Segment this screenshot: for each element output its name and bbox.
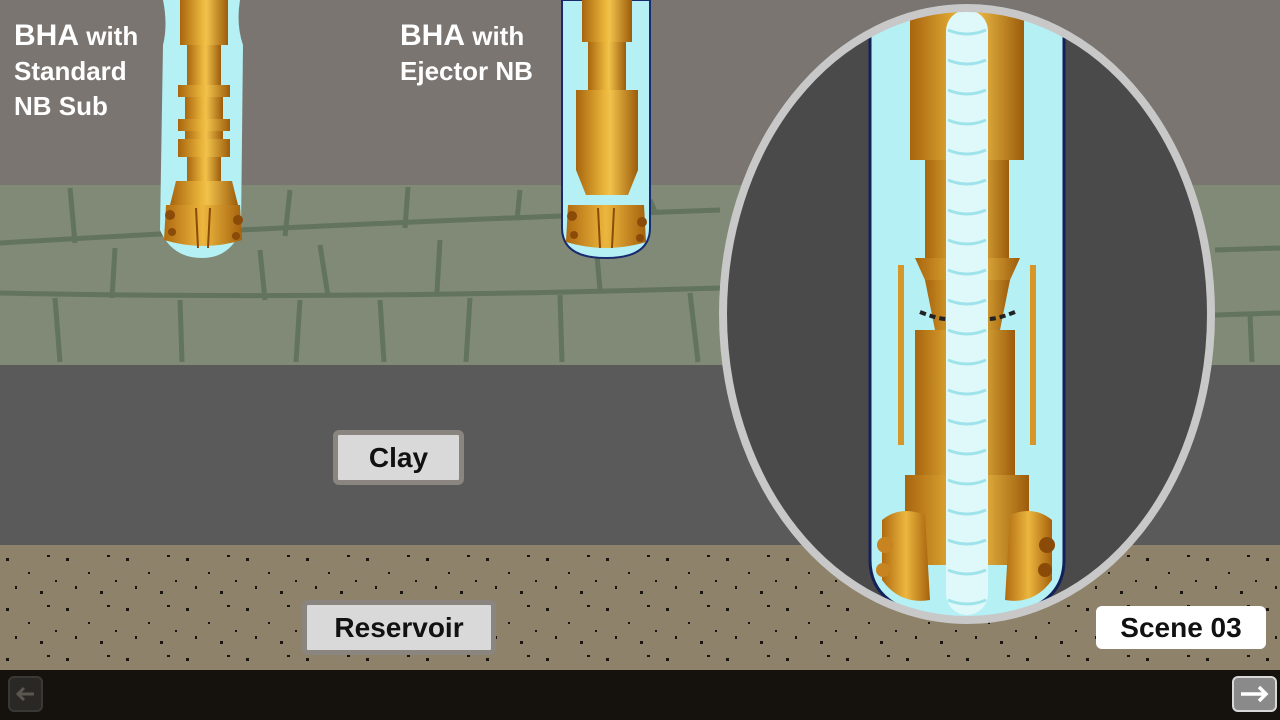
standard-bha-tool	[160, 0, 243, 258]
standard-label-bha: BHA	[14, 19, 79, 52]
standard-label-line3: NB Sub	[14, 91, 108, 121]
ejector-label-bha: BHA	[400, 19, 465, 52]
ejector-label-line2: Ejector NB	[400, 56, 533, 86]
standard-label-with: with	[79, 21, 139, 51]
shale-fractures	[0, 186, 1280, 363]
arrow-left-icon	[15, 686, 34, 702]
ejector-bha-tool	[561, 0, 651, 260]
reservoir-layer-label: Reservoir	[302, 600, 496, 655]
standard-bha-label: BHA with Standard NB Sub	[14, 18, 138, 124]
ejector-bha-label: BHA with Ejector NB	[400, 18, 533, 89]
arrow-right-icon	[1241, 685, 1269, 703]
scene-number-badge: Scene 03	[1096, 606, 1266, 649]
next-button[interactable]	[1232, 676, 1277, 712]
ejector-label-with: with	[465, 21, 525, 51]
standard-label-line2: Standard	[14, 56, 127, 86]
previous-button[interactable]	[8, 676, 43, 712]
clay-layer-label: Clay	[333, 430, 464, 485]
magnified-view	[719, 4, 1215, 624]
drilling-scene	[0, 0, 1280, 670]
navigation-bar	[0, 670, 1280, 720]
